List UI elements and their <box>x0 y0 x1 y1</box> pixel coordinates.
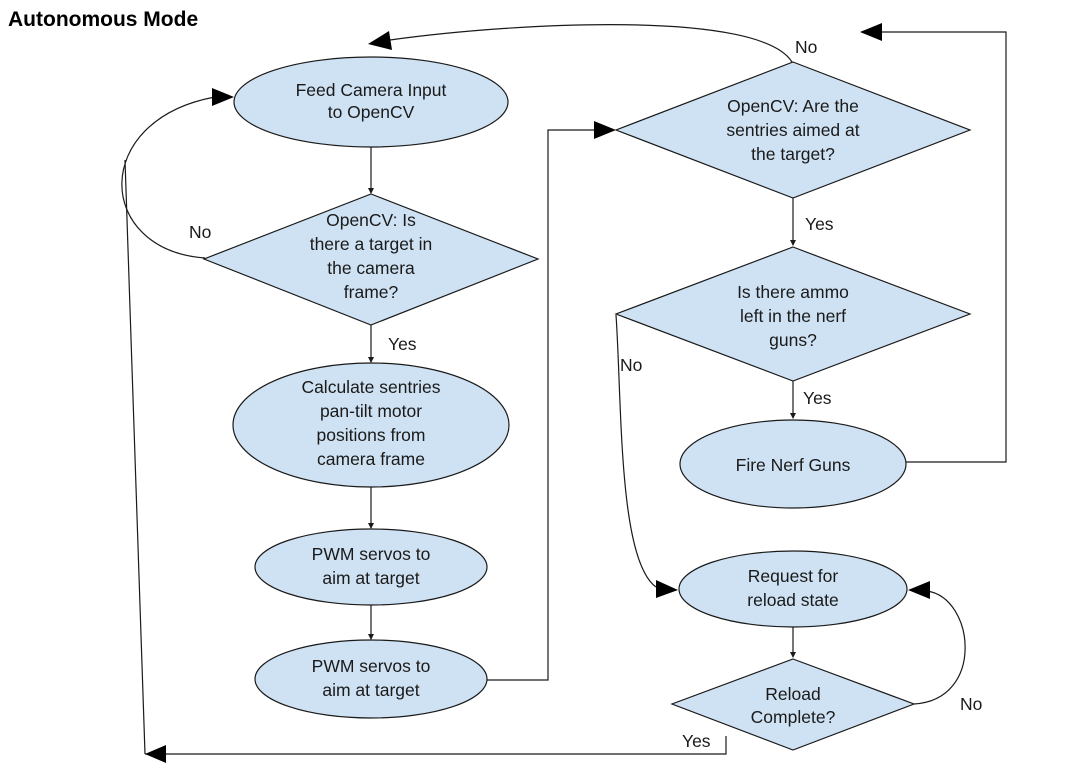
arrowhead <box>860 23 882 41</box>
edge-label-ammo-no: No <box>620 355 642 375</box>
connector-pwm2-to-aimed-check <box>486 129 598 681</box>
connector-return-to-loop <box>124 159 146 755</box>
node-pwm-servos-1: PWM servos to aim at target <box>254 528 488 606</box>
edge-label-reload-yes: Yes <box>682 731 711 751</box>
edge-label-target-no: No <box>189 222 211 242</box>
node-text: the target? <box>751 144 835 164</box>
node-target-check: OpenCV: Is there a target in the camera … <box>202 193 540 326</box>
node-feed-camera: Feed Camera Input to OpenCV <box>233 56 509 148</box>
connector-fire-loop <box>880 31 1007 463</box>
node-text: Request for <box>748 566 839 586</box>
node-aimed-check: OpenCV: Are the sentries aimed at the ta… <box>614 61 972 199</box>
arrowhead <box>368 188 374 194</box>
node-text: pan-tilt motor <box>320 401 422 421</box>
node-text: Fire Nerf Guns <box>736 455 851 475</box>
node-reload-request: Request for reload state <box>678 550 908 628</box>
node-text: Reload <box>765 684 820 704</box>
arrowhead <box>368 31 392 50</box>
node-fire-nerf-guns: Fire Nerf Guns <box>679 419 907 509</box>
arrowhead <box>212 88 234 106</box>
node-reload-check: Reload Complete? <box>670 658 916 751</box>
node-text: guns? <box>769 330 817 350</box>
node-text: reload state <box>747 590 838 610</box>
node-text: OpenCV: Are the <box>727 96 859 116</box>
connector-reload-no-loop <box>913 590 966 705</box>
node-text: left in the nerf <box>740 306 846 326</box>
node-ammo-check: Is there ammo left in the nerf guns? <box>614 246 972 382</box>
node-text: Complete? <box>751 707 836 727</box>
diamond-shape <box>670 658 916 751</box>
ellipse-shape <box>233 56 509 148</box>
node-text: Is there ammo <box>737 282 849 302</box>
ellipse-shape <box>232 362 510 488</box>
node-text: to OpenCV <box>328 102 415 122</box>
arrowhead <box>656 580 678 598</box>
edge-label-reload-no: No <box>960 694 982 714</box>
connector-aimed-no-loop <box>389 24 793 63</box>
node-text: aim at target <box>322 680 419 700</box>
ellipse-shape <box>254 528 488 606</box>
node-text: positions from <box>317 425 426 445</box>
edge-label-aimed-no: No <box>795 37 817 57</box>
connector-ammo-no <box>615 314 657 588</box>
ellipse-shape <box>679 419 907 509</box>
node-text: PWM servos to <box>312 544 431 564</box>
arrowhead <box>594 121 616 139</box>
node-text: aim at target <box>322 568 419 588</box>
diamond-shape <box>614 246 972 382</box>
node-text: frame? <box>344 282 399 302</box>
edge-label-ammo-yes: Yes <box>803 388 832 408</box>
node-text: OpenCV: Is <box>326 210 416 230</box>
edge-label-target-yes: Yes <box>388 334 417 354</box>
arrowhead <box>368 523 374 529</box>
arrowhead <box>145 745 166 763</box>
node-text: camera frame <box>317 449 425 469</box>
ellipse-shape <box>254 639 488 719</box>
ellipse-shape <box>678 550 908 628</box>
connector-target-no-loop <box>121 96 216 259</box>
diagram-title: Autonomous Mode <box>8 8 199 31</box>
edge-label-aimed-yes: Yes <box>805 214 834 234</box>
connector-reload-yes-return <box>145 736 727 755</box>
node-calculate: Calculate sentries pan-tilt motor positi… <box>232 362 510 488</box>
node-text: Feed Camera Input <box>296 80 447 100</box>
arrowhead <box>790 413 796 419</box>
node-text: PWM servos to <box>312 656 431 676</box>
arrowhead <box>790 240 796 246</box>
arrowhead <box>908 581 930 599</box>
node-pwm-servos-2: PWM servos to aim at target <box>254 639 488 719</box>
node-text: Calculate sentries <box>301 377 440 397</box>
arrowhead <box>368 634 374 640</box>
node-text: sentries aimed at <box>726 120 859 140</box>
node-text: the camera <box>327 258 415 278</box>
diamond-shape <box>614 61 972 199</box>
node-text: there a target in <box>310 234 433 254</box>
diamond-shape <box>202 193 540 326</box>
arrowhead <box>368 357 374 363</box>
arrowhead <box>790 652 796 658</box>
